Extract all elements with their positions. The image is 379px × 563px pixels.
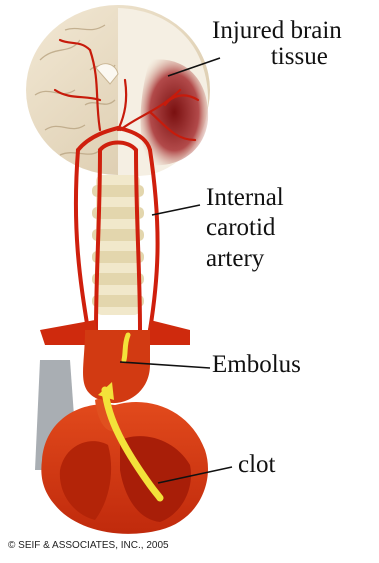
injured-label-line2: tissue — [212, 44, 342, 70]
clot-label: clot — [238, 452, 276, 478]
carotid-label-line3: artery — [206, 246, 284, 272]
carotid-label-line1: Internal — [206, 185, 284, 211]
embolus-label: Embolus — [212, 352, 301, 378]
copyright-text: © SEIF & ASSOCIATES, INC., 2005 — [8, 540, 169, 551]
injured-label-line1: Injured brain — [212, 18, 342, 44]
brain — [26, 5, 210, 178]
internal-carotid-artery-label: Internal carotid artery — [206, 185, 284, 272]
carotid-label-line2: carotid — [206, 215, 284, 241]
injured-brain-tissue-label: Injured brain tissue — [212, 18, 342, 71]
